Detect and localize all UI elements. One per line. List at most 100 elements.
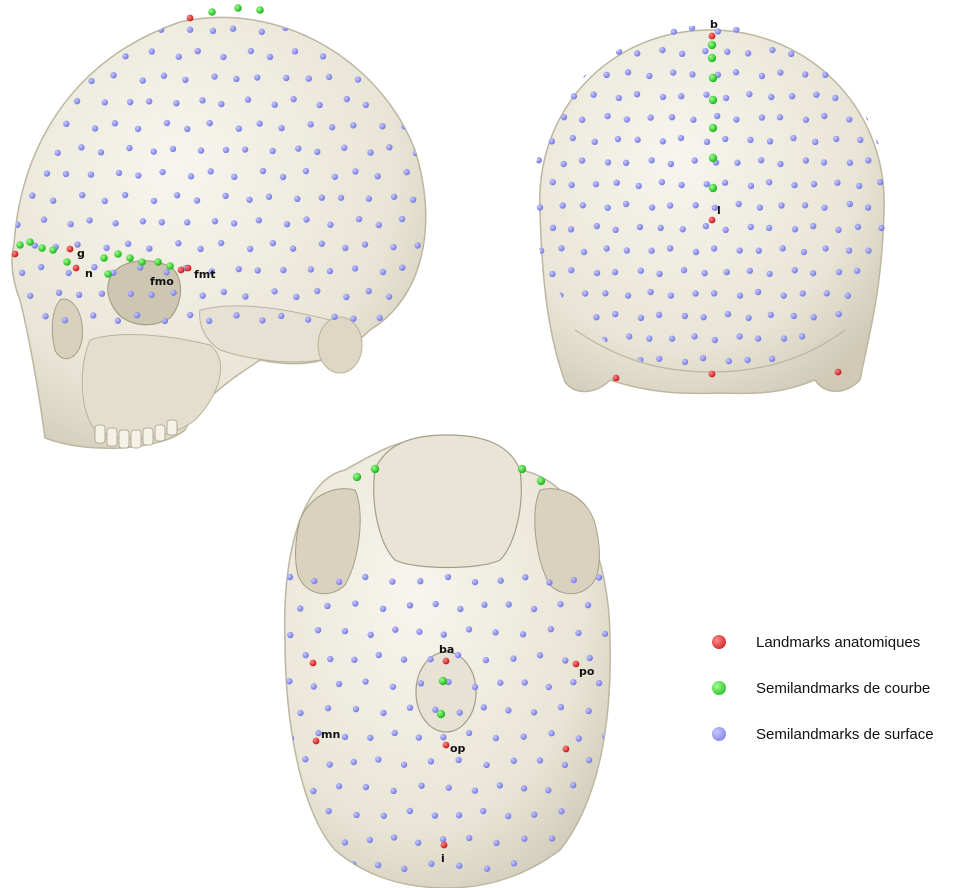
surface-semilandmark [363, 784, 369, 790]
surface-semilandmark [79, 192, 85, 198]
surface-semilandmark [726, 358, 732, 364]
surface-semilandmark [625, 292, 631, 298]
legend-item-surface: Semilandmarks de surface [712, 722, 952, 746]
surface-semilandmark [367, 632, 373, 638]
surface-semilandmark [218, 101, 224, 107]
surface-semilandmark [407, 808, 413, 814]
green-dot-icon [712, 681, 726, 695]
surface-semilandmark [667, 202, 673, 208]
surface-semilandmark [810, 314, 816, 320]
surface-semilandmark [780, 292, 786, 298]
surface-semilandmark [401, 656, 407, 662]
surface-semilandmark [39, 78, 45, 84]
surface-semilandmark [294, 196, 300, 202]
surface-semilandmark [810, 223, 816, 229]
surface-semilandmark [493, 840, 499, 846]
surface-semilandmark [391, 730, 397, 736]
surface-semilandmark [520, 733, 526, 739]
surface-semilandmark [30, 97, 36, 103]
label-op: op [450, 742, 466, 755]
surface-semilandmark [711, 290, 717, 296]
surface-semilandmark [822, 72, 828, 78]
surface-semilandmark [187, 27, 193, 33]
surface-semilandmark [363, 102, 369, 108]
surface-semilandmark [389, 578, 395, 584]
surface-semilandmark [700, 314, 706, 320]
surface-semilandmark [342, 839, 348, 845]
surface-semilandmark [254, 267, 260, 273]
surface-semilandmark [755, 289, 761, 295]
surface-semilandmark [326, 866, 332, 872]
surface-semilandmark [267, 54, 273, 60]
surface-semilandmark [604, 113, 610, 119]
surface-semilandmark [547, 94, 553, 100]
surface-semilandmark [724, 49, 730, 55]
curve-semilandmark [138, 258, 146, 266]
surface-semilandmark [416, 629, 422, 635]
surface-semilandmark [766, 271, 772, 277]
surface-semilandmark [678, 93, 684, 99]
surface-semilandmark [768, 94, 774, 100]
surface-semilandmark [231, 174, 237, 180]
surface-semilandmark [223, 147, 229, 153]
surface-semilandmark [298, 813, 304, 819]
surface-semilandmark [505, 813, 511, 819]
surface-semilandmark [497, 577, 503, 583]
surface-semilandmark [822, 245, 828, 251]
surface-semilandmark [857, 137, 863, 143]
surface-semilandmark [557, 377, 563, 383]
blue-dot-icon [712, 727, 726, 741]
surface-semilandmark [343, 294, 349, 300]
anatomical-landmark [313, 738, 320, 745]
surface-semilandmark [868, 26, 874, 32]
surface-semilandmark [535, 114, 541, 120]
surface-semilandmark [845, 292, 851, 298]
surface-semilandmark [67, 221, 73, 227]
surface-semilandmark [737, 292, 743, 298]
surface-semilandmark [602, 631, 608, 637]
surface-semilandmark [78, 144, 84, 150]
surface-semilandmark [624, 247, 630, 253]
surface-semilandmark [50, 197, 56, 203]
surface-semilandmark [256, 120, 262, 126]
surface-semilandmark [416, 101, 422, 107]
label-g: g [77, 247, 85, 260]
surface-semilandmark [703, 91, 709, 97]
surface-semilandmark [176, 54, 182, 60]
surface-semilandmark [20, 121, 26, 127]
surface-semilandmark [483, 657, 489, 663]
surface-semilandmark [590, 48, 596, 54]
surface-semilandmark [415, 840, 421, 846]
curve-semilandmark [126, 254, 134, 262]
surface-semilandmark [746, 91, 752, 97]
label-fmt: fmt [194, 268, 216, 281]
surface-semilandmark [63, 121, 69, 127]
surface-semilandmark [638, 268, 644, 274]
surface-semilandmark [77, 52, 83, 58]
surface-semilandmark [558, 808, 564, 814]
curve-semilandmark [104, 270, 112, 278]
surface-semilandmark [689, 25, 695, 31]
surface-semilandmark [122, 192, 128, 198]
surface-semilandmark [678, 135, 684, 141]
surface-semilandmark [637, 224, 643, 230]
surface-semilandmark [616, 49, 622, 55]
surface-semilandmark [342, 734, 348, 740]
surface-semilandmark [43, 29, 49, 35]
surface-semilandmark [634, 91, 640, 97]
surface-semilandmark [484, 865, 490, 871]
surface-semilandmark [170, 290, 176, 296]
label-fmo: fmo [150, 275, 174, 288]
surface-semilandmark [682, 359, 688, 365]
surface-semilandmark [645, 26, 651, 32]
surface-semilandmark [858, 91, 864, 97]
legend-label: Semilandmarks de courbe [756, 680, 930, 697]
surface-semilandmark [557, 601, 563, 607]
legend-item-curve: Semilandmarks de courbe [712, 676, 952, 700]
surface-semilandmark [352, 600, 358, 606]
surface-semilandmark [76, 292, 82, 298]
surface-semilandmark [88, 78, 94, 84]
surface-semilandmark [768, 312, 774, 318]
surface-semilandmark [689, 71, 695, 77]
surface-semilandmark [593, 314, 599, 320]
